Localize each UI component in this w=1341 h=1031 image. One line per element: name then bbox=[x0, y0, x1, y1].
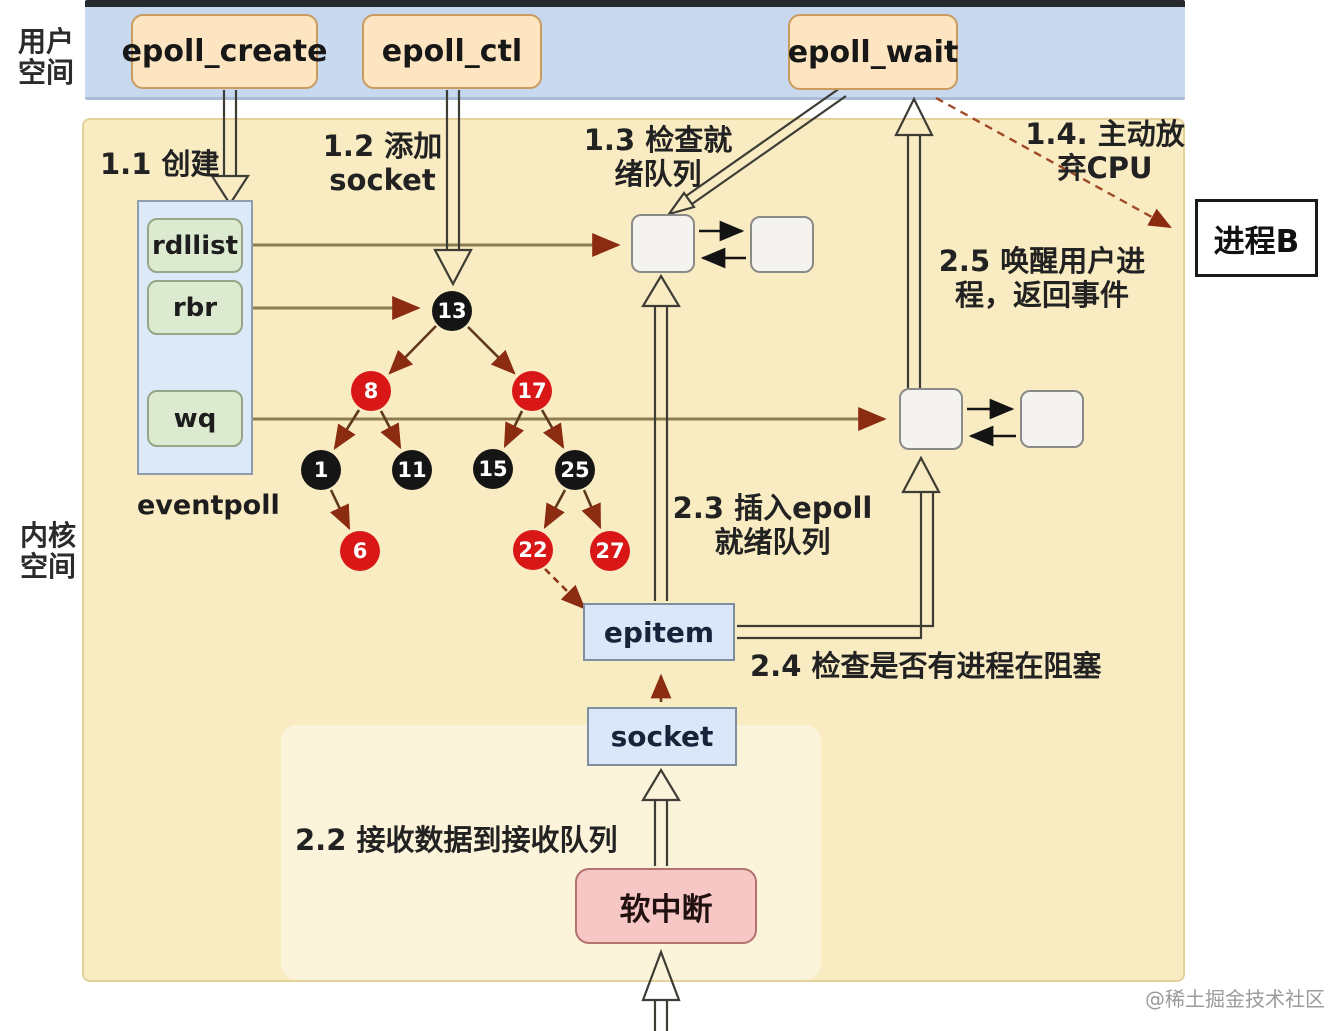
field-rbr: rbr bbox=[147, 280, 243, 335]
rbtree-node-17: 17 bbox=[512, 371, 552, 411]
ready-list-node bbox=[631, 214, 695, 273]
rbtree-node-6: 6 bbox=[340, 531, 380, 571]
annotation-step-2-5: 2.5 唤醒用户进 程，返回事件 bbox=[938, 244, 1146, 312]
rbtree-node-8: 8 bbox=[351, 371, 391, 411]
rbtree-node-1: 1 bbox=[301, 450, 341, 490]
rbtree-node-11: 11 bbox=[392, 450, 432, 490]
arrow-nic-softirq bbox=[653, 1000, 669, 1031]
annotation-step-2-2: 2.2 接收数据到接收队列 bbox=[295, 823, 618, 857]
ready-list-node bbox=[750, 216, 814, 273]
annotation-step-2-3: 2.3 插入epoll 就绪队列 bbox=[672, 491, 873, 559]
wait-queue-node bbox=[1020, 390, 1084, 448]
epoll-create-box: epoll_create bbox=[122, 14, 327, 89]
rbtree-node-13: 13 bbox=[432, 291, 472, 331]
soft-irq-box: 软中断 bbox=[575, 868, 757, 944]
watermark: @稀土掘金技术社区 bbox=[1145, 987, 1325, 1011]
rbtree-node-25: 25 bbox=[555, 450, 595, 490]
process-b-box: 进程B bbox=[1195, 199, 1318, 277]
kernel-space-label: 内核 空间 bbox=[20, 519, 77, 584]
wait-queue-node bbox=[899, 388, 963, 450]
field-rdllist: rdllist bbox=[147, 218, 243, 273]
epoll-wait-box: epoll_wait bbox=[788, 14, 958, 90]
annotation-step-2-4: 2.4 检查是否有进程在阻塞 bbox=[750, 649, 1102, 683]
rbtree-node-15: 15 bbox=[473, 449, 513, 489]
rbtree-node-22: 22 bbox=[513, 530, 553, 570]
annotation-step-1-2: 1.2 添加 socket bbox=[322, 129, 443, 197]
field-wq: wq bbox=[147, 390, 243, 447]
annotation-step-1-1: 1.1 创建 bbox=[100, 147, 220, 181]
eventpoll-label: eventpoll bbox=[137, 490, 280, 521]
socket-box: socket bbox=[587, 707, 737, 766]
epoll-ctl-box: epoll_ctl bbox=[362, 14, 542, 89]
user-space-label: 用户 空间 bbox=[18, 25, 75, 90]
annotation-step-1-4: 1.4. 主动放 弃CPU bbox=[1025, 117, 1185, 185]
annotation-step-1-3: 1.3 检查就 绪队列 bbox=[583, 123, 733, 191]
rbtree-node-27: 27 bbox=[590, 531, 630, 571]
epitem-box: epitem bbox=[583, 603, 735, 661]
